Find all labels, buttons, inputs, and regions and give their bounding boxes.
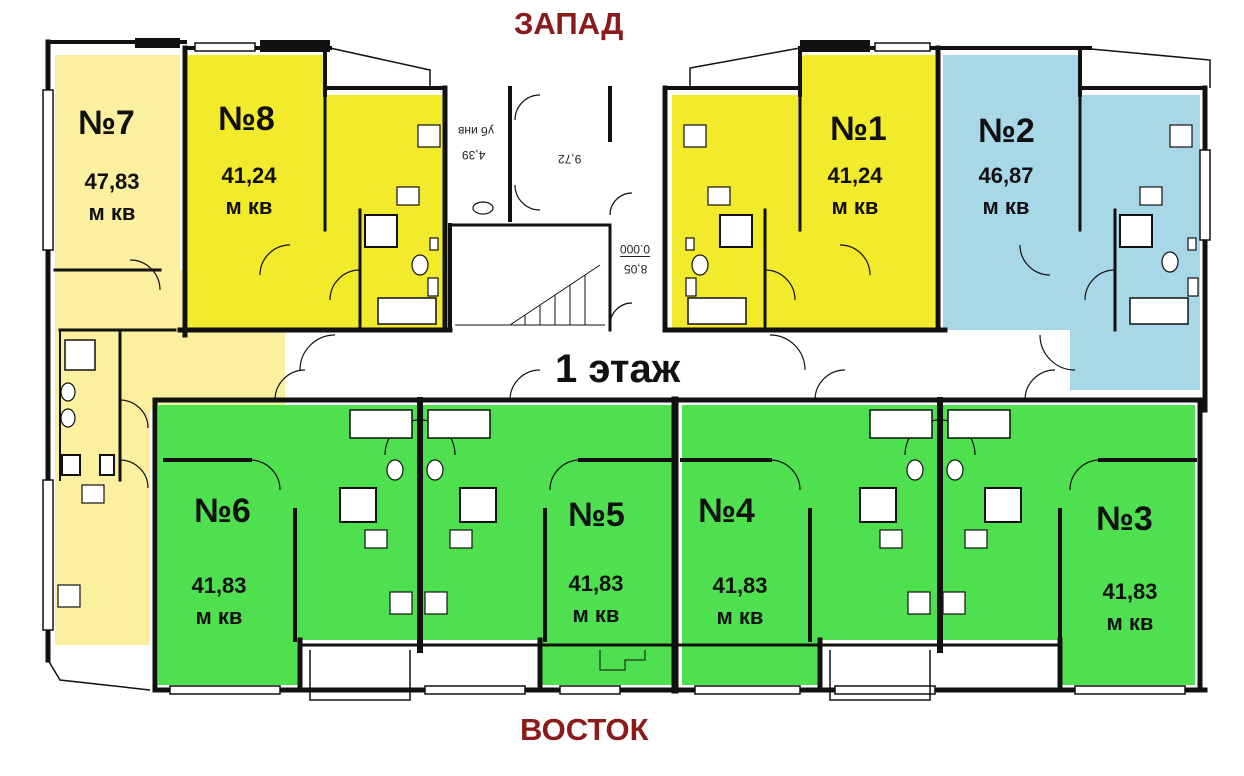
apartment-2-area-unit: м кв (982, 194, 1030, 219)
apartment-8-area-unit: м кв (225, 194, 273, 219)
apartment-5-area: 41,83 м кв (554, 568, 638, 630)
room-b-area: 9,72 (558, 152, 582, 166)
apartment-5-area-value: 41,83 (568, 571, 624, 596)
apartment-7-area: 47,83 м кв (72, 166, 152, 228)
apartment-2-area-value: 46,87 (978, 163, 1034, 188)
windows (42, 42, 1211, 695)
staircase (455, 264, 646, 671)
apartment-2-area: 46,87 м кв (960, 160, 1052, 222)
floor-label: 1 этаж (555, 347, 681, 391)
apartment-3-area-value: 41,83 (1102, 579, 1158, 604)
apartment-8-area: 41,24 м кв (208, 160, 290, 222)
fixtures (60, 201, 1199, 481)
apartment-7-area-value: 47,83 (84, 169, 140, 194)
walls (45, 38, 1208, 694)
apartment-1-number: №1 (830, 110, 887, 148)
direction-east-label: ВОСТОК (520, 712, 649, 747)
apartment-2-number: №2 (978, 112, 1035, 150)
apartment-7-area-unit: м кв (88, 200, 136, 225)
apartment-1-area: 41,24 м кв (810, 160, 900, 222)
direction-west-label: ЗАПАД (514, 6, 624, 41)
stair-level: 0.000 (620, 242, 651, 257)
apartment-5-fill (420, 405, 675, 685)
apartment-5-area-unit: м кв (572, 602, 620, 627)
apartment-3-area-unit: м кв (1106, 610, 1154, 635)
apartment-2-fill (943, 55, 1200, 390)
apartment-6-fill (158, 405, 420, 685)
apartment-8-number: №8 (218, 100, 275, 138)
apartment-4-area: 41,83 м кв (698, 570, 782, 632)
apartment-8-fill (188, 55, 445, 330)
room-a-area: 4,39 (462, 148, 486, 162)
bathtubs (64, 297, 1189, 439)
apartment-7-number: №7 (78, 104, 135, 142)
apartment-3-area: 41,83 м кв (1086, 576, 1174, 638)
apartment-4-area-unit: м кв (716, 604, 764, 629)
door-swings (119, 94, 1116, 491)
room-a-note: уб инв (458, 124, 495, 138)
utility-boxes (61, 214, 1153, 523)
apartment-1-area-value: 41,24 (827, 163, 883, 188)
apartment-6-area-value: 41,83 (191, 573, 247, 598)
apartment-3-number: №3 (1096, 500, 1153, 538)
apartment-6-area-unit: м кв (195, 604, 243, 629)
apartment-4-area-value: 41,83 (712, 573, 768, 598)
apartment-fills (55, 55, 1200, 685)
balconies (47, 47, 1211, 701)
stoves (57, 124, 1193, 615)
apartment-4-number: №4 (698, 492, 755, 530)
apartment-1-area-unit: м кв (831, 194, 879, 219)
apartment-8-area-value: 41,24 (221, 163, 277, 188)
apartment-5-number: №5 (568, 496, 625, 534)
apartment-3-fill (940, 405, 1195, 685)
stair-area: 8,05 (624, 262, 648, 276)
apartment-6-area: 41,83 м кв (178, 570, 260, 632)
apartment-6-number: №6 (194, 492, 251, 530)
apartment-1-fill (672, 55, 935, 330)
